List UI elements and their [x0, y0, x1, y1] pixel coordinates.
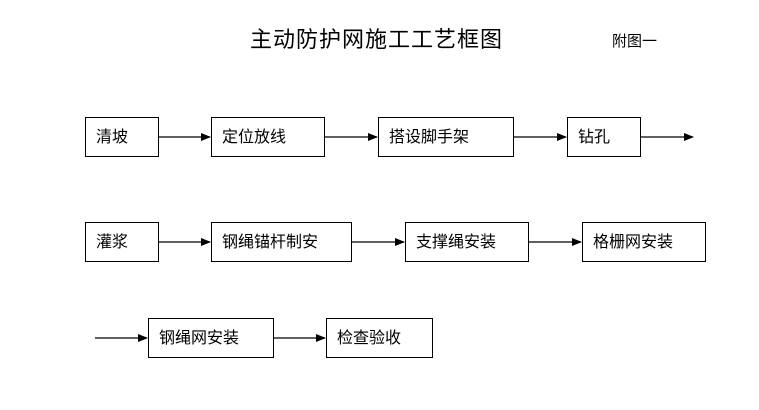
- step-box-positioning: 定位放线: [211, 117, 325, 157]
- step-label: 支撑绳安装: [416, 232, 497, 251]
- step-label: 清坡: [96, 127, 129, 146]
- step-box-grid-net: 格栅网安装: [582, 222, 706, 262]
- step-box-grouting: 灌浆: [85, 222, 159, 262]
- step-label: 钢绳锚杆制安: [222, 232, 319, 251]
- diagram-title: 主动防护网施工工艺框图: [250, 28, 504, 53]
- step-label: 搭设脚手架: [389, 127, 470, 146]
- step-box-inspection: 检查验收: [326, 318, 433, 358]
- appendix-label: 附图一: [612, 32, 658, 50]
- step-box-rope-net: 钢绳网安装: [148, 318, 274, 358]
- step-box-drilling: 钻孔: [567, 117, 641, 157]
- step-label: 灌浆: [96, 232, 129, 251]
- step-label: 检查验收: [337, 328, 402, 347]
- step-box-anchor-rope: 钢绳锚杆制安: [211, 222, 352, 262]
- step-label: 格栅网安装: [593, 232, 674, 251]
- step-box-clear-slope: 清坡: [85, 117, 159, 157]
- step-label: 定位放线: [222, 127, 287, 146]
- step-box-scaffolding: 搭设脚手架: [378, 117, 514, 157]
- step-label: 钻孔: [578, 127, 611, 146]
- step-label: 钢绳网安装: [159, 328, 240, 347]
- step-box-support-rope: 支撑绳安装: [405, 222, 529, 262]
